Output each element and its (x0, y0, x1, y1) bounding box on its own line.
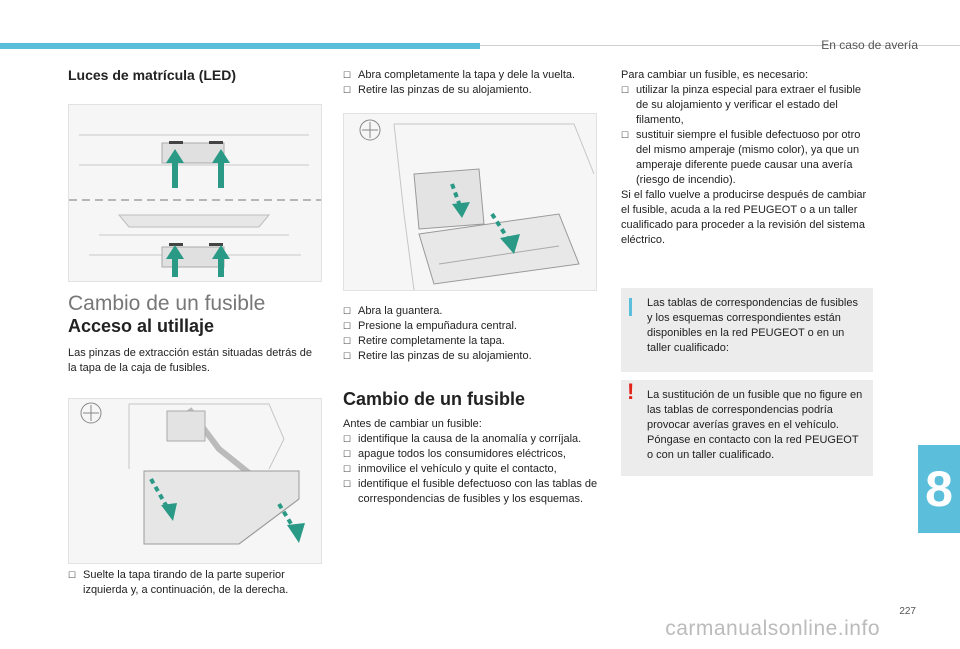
column-2-mid: Abra la guantera. Presione la empuñadura… (343, 304, 605, 507)
info-icon (629, 298, 632, 316)
figure-license-plate-lights (68, 104, 322, 282)
list-item: inmovilice el vehículo y quite el contac… (343, 462, 605, 477)
subsection-title-tools: Acceso al utillaje (68, 316, 215, 336)
page-number: 227 (899, 606, 916, 617)
list-item: Abra completamente la tapa y dele la vue… (343, 68, 605, 83)
list-item: Suelte la tapa tirando de la parte super… (68, 568, 320, 598)
column-3: Para cambiar un fusible, es necesario: u… (621, 68, 873, 248)
list-item: identifique el fusible defectuoso con la… (343, 477, 605, 507)
warning-note-text: La sustitución de un fusible que no figu… (647, 389, 863, 461)
info-note: Las tablas de correspondencias de fusibl… (621, 288, 873, 372)
list-item: Retire las pinzas de su alojamiento. (343, 83, 605, 98)
warning-note: ! La sustitución de un fusible que no fi… (621, 380, 873, 476)
list-item: Retire las pinzas de su alojamiento. (343, 349, 605, 364)
heading-leds: Luces de matrícula (LED) (68, 67, 237, 83)
section-title: Cambio de un fusible (68, 292, 266, 315)
info-note-text: Las tablas de correspondencias de fusibl… (647, 297, 858, 354)
watermark: carmanualsonline.info (665, 617, 880, 640)
section-label: En caso de avería (821, 38, 918, 52)
subsection-title-change: Cambio de un fusible (343, 389, 526, 409)
column-1-bottom: Suelte la tapa tirando de la parte super… (68, 568, 320, 598)
list-item: Abra la guantera. (343, 304, 605, 319)
list-item: Retire completamente la tapa. (343, 334, 605, 349)
list-item: identifique la causa de la anomalía y co… (343, 432, 605, 447)
intro-paragraph: Las pinzas de extracción están situadas … (68, 347, 312, 374)
list-item: utilizar la pinza especial para extraer … (621, 83, 873, 128)
col3-after: Si el fallo vuelve a producirse después … (621, 189, 867, 246)
before-text: Antes de cambiar un fusible: (343, 418, 482, 430)
col3-intro: Para cambiar un fusible, es necesario: (621, 69, 809, 81)
warning-icon: ! (627, 379, 635, 404)
column-1: Luces de matrícula (LED) (68, 68, 320, 83)
header-rule (480, 45, 960, 46)
header-accent-bar (0, 43, 480, 49)
figure-glovebox (343, 113, 597, 291)
list-item: sustituir siempre el fusible defectuoso … (621, 128, 873, 188)
figure-fusebox-cover (68, 398, 322, 564)
column-1-body: Cambio de un fusible Acceso al utillaje … (68, 292, 320, 376)
column-2-top: Abra completamente la tapa y dele la vue… (343, 68, 605, 98)
chapter-tab: 8 (918, 445, 960, 533)
list-item: apague todos los consumidores eléctricos… (343, 447, 605, 462)
list-item: Presione la empuñadura central. (343, 319, 605, 334)
